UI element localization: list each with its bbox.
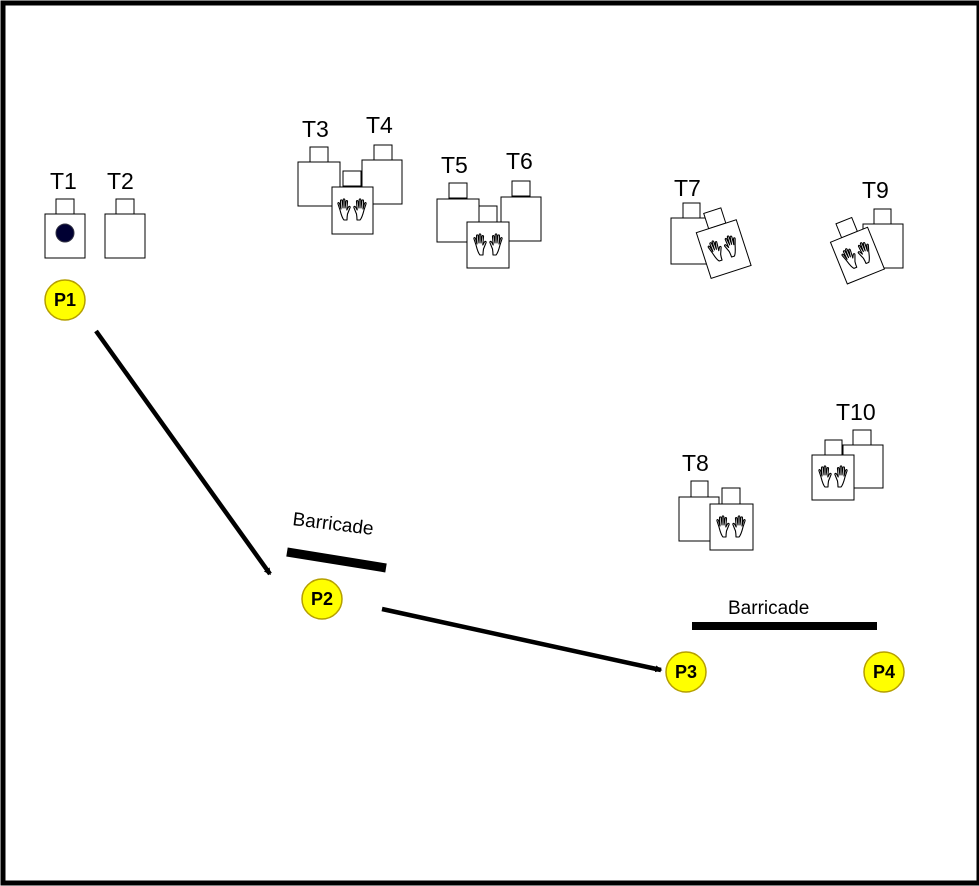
target-head [873,208,892,225]
dot-marking-icon [55,223,75,243]
target-label: T6 [506,148,533,174]
position-label: P4 [873,662,895,682]
target-head [448,182,468,199]
target-t5: T5 [436,152,480,243]
target-t8: T7 [670,175,712,265]
no-shoot-head [342,170,362,187]
no-shoot-body [709,503,754,551]
position-p1: P1 [44,279,86,321]
target-label: T3 [302,116,329,142]
target-head [682,202,701,219]
no-shoot-t5-t6 [466,205,510,269]
target-label: T8 [682,450,709,476]
target-label: T9 [862,177,889,203]
no-shoot-t7 [709,487,754,551]
no-shoot-head [824,439,843,456]
target-t7: T8 [678,450,720,542]
position-marker [665,651,707,693]
barricade-wall [286,547,387,573]
target-body [104,213,146,259]
target-label: T2 [107,168,134,194]
no-shoot-head [478,205,498,223]
no-shoot-body [695,219,752,279]
movement-arrow-p1-p2 [94,329,272,576]
position-label: P1 [54,290,76,310]
no-shoot-t10 [829,216,886,285]
movement-arrow-p2-p3 [381,606,663,673]
no-shoot-t9 [811,439,855,501]
no-shoot-body [466,221,510,269]
no-shoot-t3-t4 [331,170,374,235]
position-p4: P4 [863,651,905,693]
target-head [690,480,709,498]
no-shoot-body [829,226,886,285]
position-marker [863,651,905,693]
target-label: T5 [441,152,468,178]
target-head [55,198,75,215]
position-p3: P3 [665,651,707,693]
target-label: T1 [50,168,77,194]
target-label: T4 [366,112,393,138]
target-t4: T4 [361,112,403,205]
position-marker [301,578,343,620]
no-shoot-head [721,487,741,505]
target-head [373,144,393,161]
position-label: P3 [675,662,697,682]
no-shoot-body [331,186,374,235]
target-head [852,429,872,446]
target-label: T7 [674,175,701,201]
target-head [115,198,135,215]
target-t1: T1 [44,168,86,259]
target-t2: T2 [104,168,146,259]
position-marker [44,279,86,321]
position-label: P2 [311,589,333,609]
no-shoot-body [811,454,855,501]
position-p2: P2 [301,578,343,620]
barricade-label: Barricade [728,598,809,619]
no-shoot-t8 [695,207,752,279]
target-label: T10 [836,399,876,425]
barricade-2: Barricade [692,598,877,630]
target-head [309,146,329,163]
target-head [511,180,531,197]
